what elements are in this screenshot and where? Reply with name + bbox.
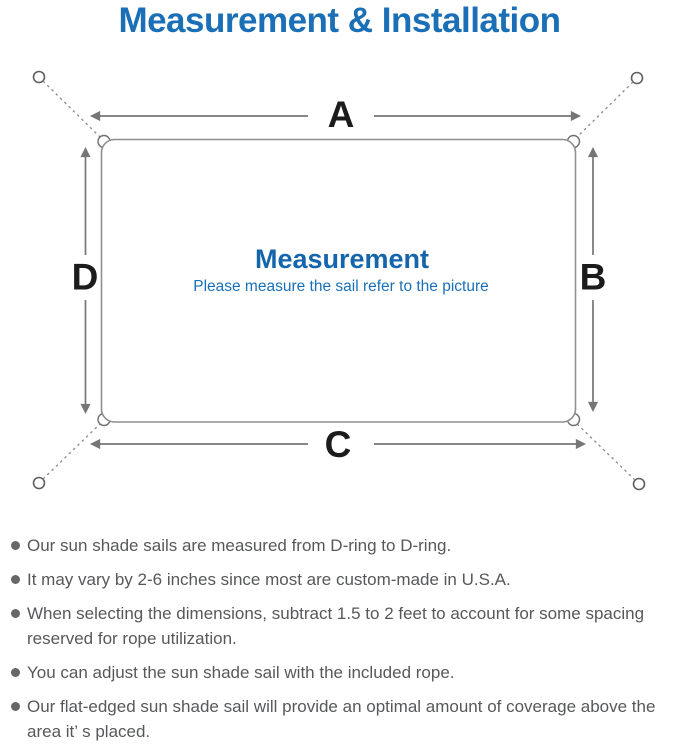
list-item: It may vary by 2-6 inches since most are… [6,567,679,592]
sail-outline [100,138,577,423]
dashed-guide-top-left [42,80,102,139]
list-item: You can adjust the sun shade sail with t… [6,660,679,685]
page-title: Measurement & Installation [118,1,561,40]
bullet-dot-icon [11,668,20,677]
list-item: Our flat-edged sun shade sail will provi… [6,694,679,744]
list-item: When selecting the dimensions, subtract … [6,601,679,651]
anchor-ring-bottom-left-icon [32,476,46,490]
measurement-diagram: A C D B Measurement Please measure the s… [0,55,679,525]
bullet-dot-icon [11,702,20,711]
note-text: Our sun shade sails are measured from D-… [27,536,452,555]
note-text: Our flat-edged sun shade sail will provi… [27,697,656,741]
dashed-guide-bottom-right [575,422,636,481]
list-item: Our sun shade sails are measured from D-… [6,533,679,558]
diagram-center-caption: Please measure the sail refer to the pic… [193,278,489,295]
dimension-label-d: D [72,257,99,298]
bullet-dot-icon [11,575,20,584]
dashed-guide-top-right [575,81,634,139]
note-text: It may vary by 2-6 inches since most are… [27,570,511,589]
anchor-ring-bottom-right-icon [632,477,646,491]
bullet-dot-icon [11,609,20,618]
bullet-dot-icon [11,541,20,550]
dimension-label-c: C [325,424,352,465]
notes-list: Our sun shade sails are measured from D-… [0,533,679,753]
anchor-ring-top-left-icon [32,70,46,84]
dashed-guide-bottom-left [42,422,102,480]
diagram-center-heading: Measurement [255,244,429,274]
note-text: When selecting the dimensions, subtract … [27,604,645,648]
dimension-label-a: A [328,94,355,135]
note-text: You can adjust the sun shade sail with t… [27,663,455,682]
anchor-ring-top-right-icon [630,71,644,85]
dimension-label-b: B [580,257,607,298]
